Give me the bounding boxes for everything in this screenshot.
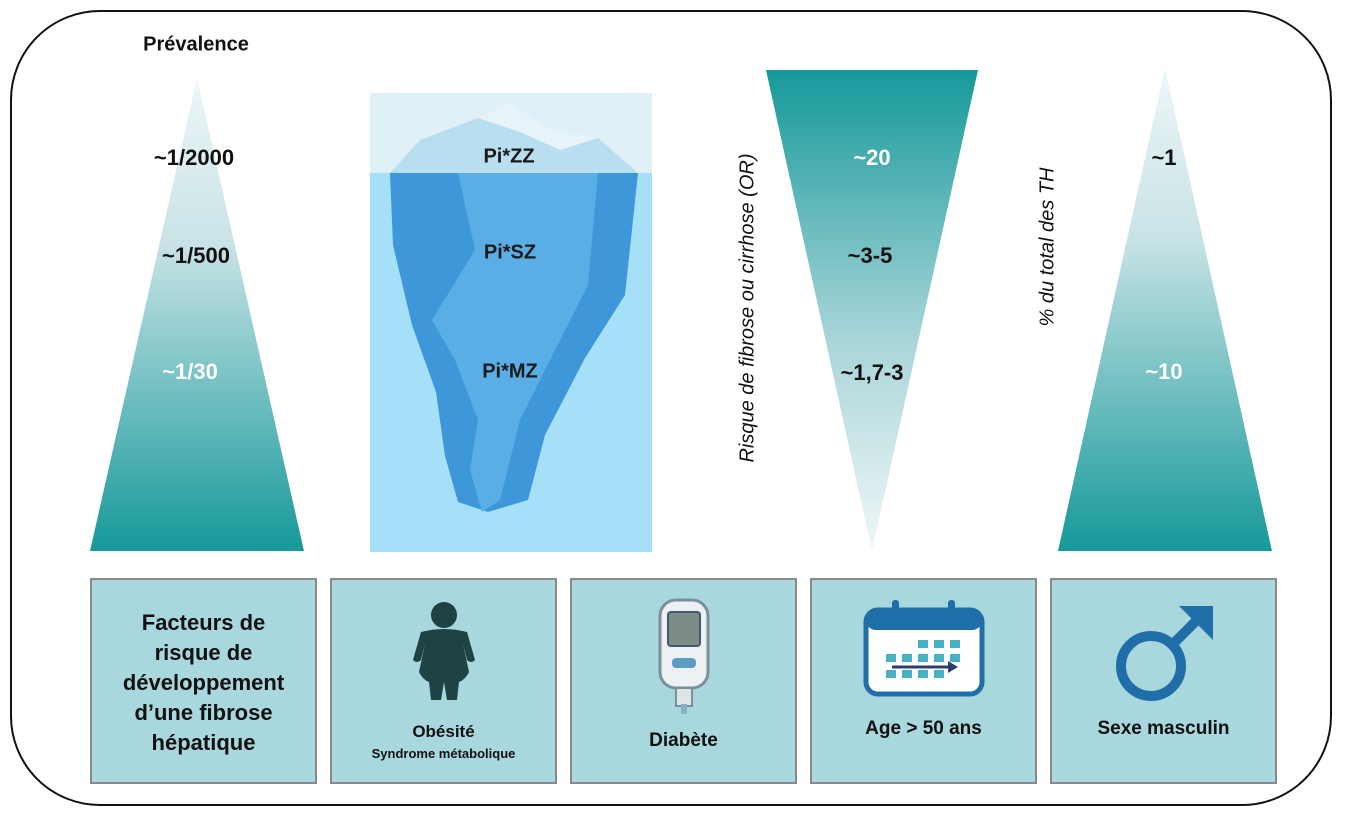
prevalence-level-3: ~1/30 — [162, 359, 218, 384]
calendar-icon — [863, 600, 984, 697]
sex-label: Sexe masculin — [1097, 718, 1230, 739]
prevalence-triangle — [90, 78, 304, 551]
prevalence-level-1: ~1/2000 — [153, 145, 235, 170]
diabetes-box: Diabète — [570, 578, 797, 784]
prevalence-level-2: ~1/500 — [162, 243, 230, 268]
risk-level-2: ~3-5 — [847, 243, 893, 268]
risk-factors-title: Facteurs de risque de développement d’un… — [122, 610, 285, 755]
obesity-title: Obésité — [412, 722, 475, 741]
prevalence-title: Prévalence — [143, 33, 249, 56]
risk-factors-box: Facteurs de risque de développement d’un… — [90, 578, 317, 784]
age-box: Age > 50 ans — [810, 578, 1037, 784]
iceberg-illustration — [370, 93, 652, 552]
obesity-subtitle: Syndrome métabolique — [371, 746, 516, 761]
diabetes-label: Diabète — [649, 730, 718, 751]
risk-axis-label: Risque de fibrose ou cirrhose (OR) — [736, 153, 759, 463]
risk-level-3: ~1,7-3 — [840, 360, 904, 385]
age-label: Age > 50 ans — [865, 718, 982, 739]
risk-triangle — [766, 70, 978, 551]
iceberg-level-zz: Pi*ZZ — [483, 145, 535, 168]
obesity-box: Obésité Syndrome métabolique — [330, 578, 557, 784]
glucometer-icon — [658, 598, 709, 714]
iceberg-level-sz: Pi*SZ — [483, 241, 537, 264]
transplant-axis-label: % du total des TH — [1036, 167, 1059, 327]
risk-level-1: ~20 — [853, 145, 891, 170]
person-obese-icon — [412, 602, 475, 700]
male-symbol-icon — [1115, 606, 1213, 701]
iceberg-level-mz: Pi*MZ — [482, 360, 538, 383]
transplant-level-2: ~10 — [1145, 359, 1183, 384]
sex-box: Sexe masculin — [1050, 578, 1277, 784]
transplant-triangle — [1058, 68, 1272, 551]
transplant-level-1: ~1 — [1151, 145, 1177, 170]
